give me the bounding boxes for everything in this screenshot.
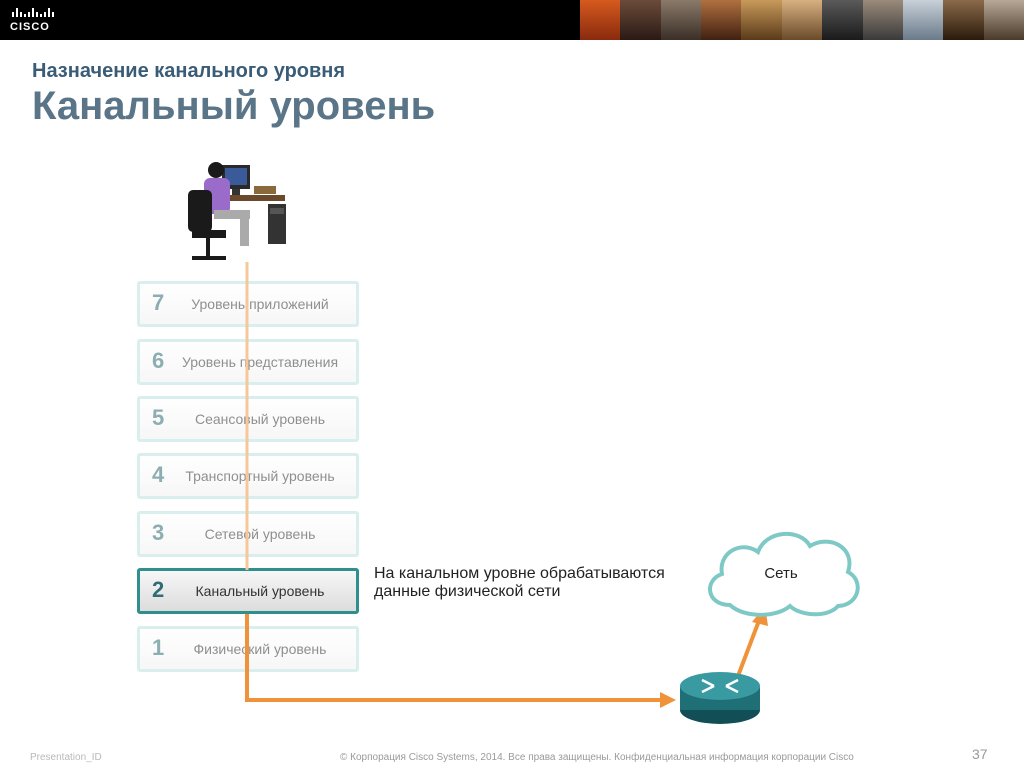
layer-number: 2 [152,577,165,602]
footer-copyright: © Корпорация Cisco Systems, 2014. Все пр… [340,752,854,763]
slide-title: Канальный уровень [32,84,436,128]
data-flow-line-to-network [736,617,762,677]
layer-number: 3 [152,520,165,545]
layer-number: 5 [152,405,165,430]
router-icon [680,672,760,724]
layer-number: 4 [152,462,165,487]
layer-description: На канальном уровне обрабатываются данны… [374,565,665,600]
network-cloud-icon [708,531,860,617]
footer-presentation-id: Presentation_ID [30,752,102,763]
layer-number: 1 [152,635,165,660]
layer-label: Уровень приложений [191,296,329,312]
footer-page-number: 37 [972,746,988,762]
layer-label: Сетевой уровень [204,526,316,542]
layer-label: Физический уровень [193,641,327,657]
layer-label: Уровень представления [181,354,339,370]
data-flow-line-to-router [245,614,664,702]
arrow-head-right-icon [660,692,676,708]
cisco-logo: CISCO [10,5,70,35]
cisco-logo-text: CISCO [10,21,50,33]
layer-number: 6 [152,348,165,373]
user-workstation-icon [188,162,286,260]
header-photo-strip [580,0,1024,40]
network-label: Сеть [764,565,798,582]
layer-number: 7 [152,290,165,315]
layer-label: Транспортный уровень [185,468,335,484]
layer-label: Канальный уровень [195,583,325,599]
header-bar: CISCO [0,0,1024,40]
cisco-bridge-icon [12,8,54,17]
slide-subtitle: Назначение канального уровня [32,60,346,82]
layer-label: Сеансовый уровень [194,411,326,427]
